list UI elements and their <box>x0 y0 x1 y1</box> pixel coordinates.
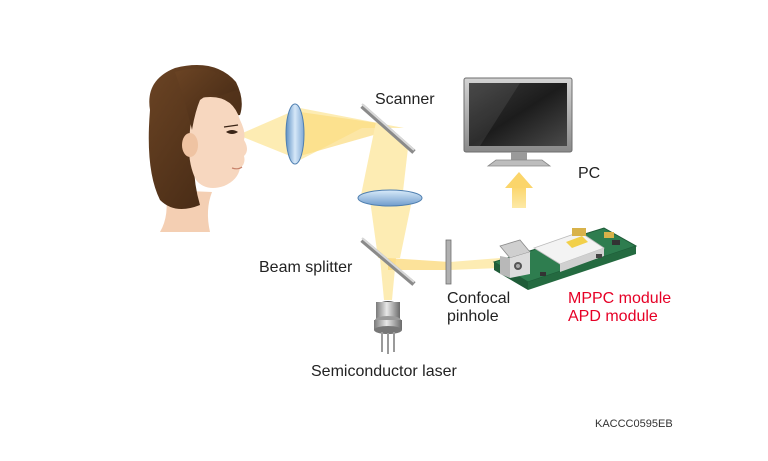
confocal-pinhole-label-line2: pinhole <box>447 308 499 325</box>
apd-module-label: APD module <box>568 308 658 325</box>
eye-lens <box>285 103 305 165</box>
scanner-label: Scanner <box>375 91 435 108</box>
light-beams <box>238 108 500 300</box>
upward-arrow <box>505 172 533 208</box>
semiconductor-laser-component <box>374 301 402 354</box>
pc-monitor <box>463 77 573 167</box>
pc-label: PC <box>578 165 601 182</box>
human-head-illustration <box>148 65 247 232</box>
scanner-mirror <box>360 103 416 154</box>
semiconductor-laser-label: Semiconductor laser <box>311 363 457 380</box>
figure-code: KACCC0595EB <box>595 418 673 430</box>
beam-splitter-label: Beam splitter <box>259 259 353 276</box>
beam-splitter-plate <box>360 237 416 286</box>
relay-lens <box>357 189 423 207</box>
mppc-module-label: MPPC module <box>568 290 672 307</box>
confocal-pinhole-label-line1: Confocal <box>447 290 511 307</box>
confocal-pinhole <box>445 239 452 285</box>
mppc-apd-module-board <box>492 227 638 290</box>
